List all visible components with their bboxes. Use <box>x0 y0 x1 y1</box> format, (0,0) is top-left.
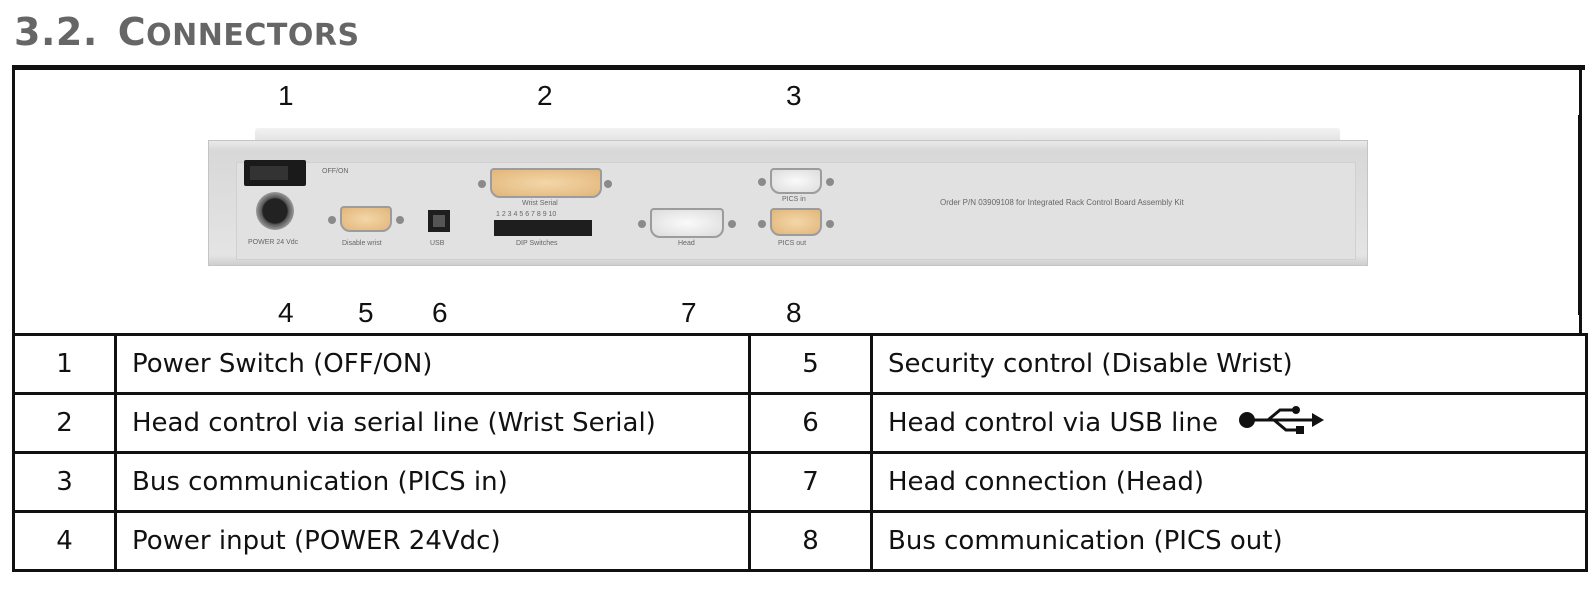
usb-label: USB <box>430 240 445 247</box>
power-connector <box>256 192 294 230</box>
connector-legend-table: 1 Power Switch (OFF/ON) 5 Security contr… <box>12 333 1588 572</box>
table-row: 4 Power input (POWER 24Vdc) 8 Bus commun… <box>12 510 1588 572</box>
screw <box>758 220 766 228</box>
item-description: Bus communication (PICS in) <box>114 451 751 513</box>
item-number: 5 <box>748 333 873 395</box>
screw <box>758 178 766 186</box>
item-number: 1 <box>12 333 117 395</box>
item-description: Power Switch (OFF/ON) <box>114 333 751 395</box>
callout-3: 3 <box>786 80 802 111</box>
power-switch-rocker <box>250 166 288 180</box>
callout-1: 1 <box>278 80 294 111</box>
table-row: 3 Bus communication (PICS in) 7 Head con… <box>12 451 1588 513</box>
dip-label: DIP Switches <box>516 240 558 247</box>
disable-wrist-label: Disable wrist <box>342 240 382 247</box>
heading-rule <box>12 65 1585 70</box>
screw <box>328 216 336 224</box>
item-description: Security control (Disable Wrist) <box>870 333 1588 395</box>
item-description: Head connection (Head) <box>870 451 1588 513</box>
section-number: 3.2. <box>14 10 98 54</box>
item-description: Head control via USB line <box>888 407 1219 438</box>
callout-4: 4 <box>278 297 294 328</box>
screw <box>638 220 646 228</box>
dip-switch-bank <box>494 220 592 236</box>
section-title-initial: C <box>117 10 147 54</box>
section-title-rest: ONNECTORS <box>146 18 360 53</box>
callout-5: 5 <box>358 297 374 328</box>
wrist-serial-label: Wrist Serial <box>522 200 558 207</box>
screw <box>826 178 834 186</box>
screw <box>604 180 612 188</box>
screw <box>826 220 834 228</box>
item-description: Bus communication (PICS out) <box>870 510 1588 572</box>
change-bar <box>1578 115 1581 315</box>
item-description: Head control via serial line (Wrist Seri… <box>114 392 751 454</box>
item-number: 6 <box>748 392 873 454</box>
item-number: 8 <box>748 510 873 572</box>
disable-wrist-connector <box>340 206 392 232</box>
rack-panel-top <box>255 128 1340 142</box>
pics-in-label: PICS in <box>782 196 806 203</box>
table-row: 2 Head control via serial line (Wrist Se… <box>12 392 1588 454</box>
section-heading: 3.2. CONNECTORS <box>14 10 360 54</box>
item-description-cell: Head control via USB line <box>870 392 1588 454</box>
switch-label: OFF/ON <box>322 168 349 175</box>
table-row: 1 Power Switch (OFF/ON) 5 Security contr… <box>12 333 1588 395</box>
item-number: 4 <box>12 510 117 572</box>
item-number: 7 <box>748 451 873 513</box>
head-connector <box>650 208 724 238</box>
dip-numbers: 1 2 3 4 5 6 7 8 9 10 <box>496 211 557 218</box>
head-label: Head <box>678 240 695 247</box>
power-label: POWER 24 Vdc <box>248 239 299 246</box>
callout-2: 2 <box>537 80 553 111</box>
pics-out-connector <box>770 208 822 236</box>
wrist-serial-connector <box>490 168 602 198</box>
usb-port-inner <box>433 215 445 227</box>
pics-in-connector <box>770 168 822 194</box>
callout-6: 6 <box>432 297 448 328</box>
order-number-text: Order P/N 03909108 for Integrated Rack C… <box>940 198 1184 207</box>
item-description: Power input (POWER 24Vdc) <box>114 510 751 572</box>
screw <box>478 180 486 188</box>
item-number: 2 <box>12 392 117 454</box>
usb-icon <box>1238 405 1325 442</box>
item-number: 3 <box>12 451 117 513</box>
screw <box>396 216 404 224</box>
screw <box>728 220 736 228</box>
callout-8: 8 <box>786 297 802 328</box>
callout-7: 7 <box>681 297 697 328</box>
pics-out-label: PICS out <box>778 240 807 247</box>
